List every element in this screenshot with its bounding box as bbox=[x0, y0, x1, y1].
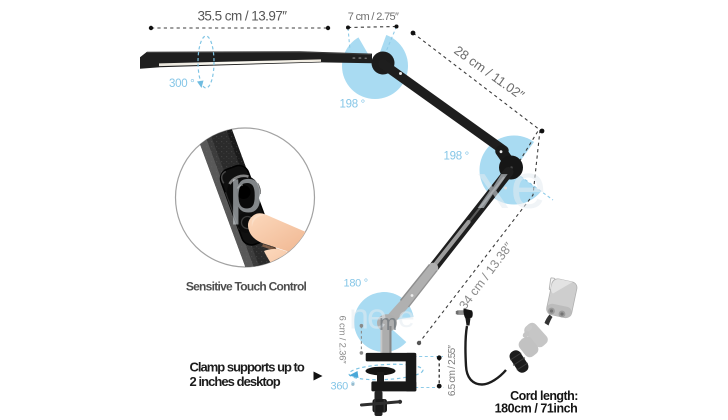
svg-text:2 inches desktop: 2 inches desktop bbox=[190, 374, 281, 389]
svg-text:6.5 cm / 2.55″: 6.5 cm / 2.55″ bbox=[447, 345, 458, 396]
svg-text:p: p bbox=[229, 157, 263, 225]
svg-text:35.5 cm / 13.97″: 35.5 cm / 13.97″ bbox=[197, 9, 287, 24]
svg-text:7 cm / 2.75″: 7 cm / 2.75″ bbox=[348, 11, 399, 23]
svg-text:Cord length:: Cord length: bbox=[510, 389, 578, 403]
svg-text:198 °: 198 ° bbox=[444, 151, 469, 163]
svg-text:180cm / 71inch: 180cm / 71inch bbox=[495, 402, 578, 416]
svg-text:m: m bbox=[379, 310, 397, 335]
svg-text:Clamp supports up to: Clamp supports up to bbox=[190, 359, 305, 374]
svg-text:xe: xe bbox=[477, 150, 548, 222]
svg-text:6 cm / 2.36″: 6 cm / 2.36″ bbox=[337, 316, 348, 365]
svg-text:Sensitive Touch Control: Sensitive Touch Control bbox=[186, 280, 307, 294]
svg-text:300 °: 300 ° bbox=[169, 78, 194, 90]
svg-text:360 °: 360 ° bbox=[331, 381, 355, 393]
svg-text:e: e bbox=[398, 301, 415, 334]
svg-text:180 °: 180 ° bbox=[344, 278, 368, 290]
svg-text:ne: ne bbox=[349, 296, 386, 337]
svg-text:198 °: 198 ° bbox=[340, 99, 365, 111]
